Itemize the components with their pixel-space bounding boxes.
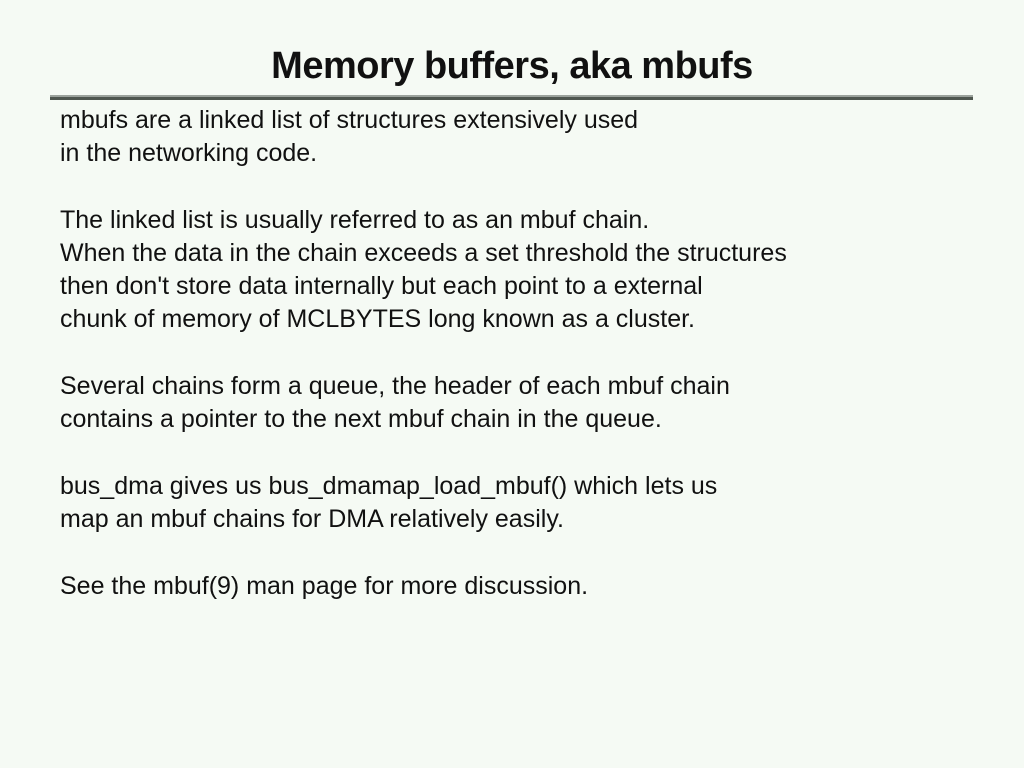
title-underline-rule xyxy=(50,95,973,100)
paragraph-mbufs-intro: mbufs are a linked list of structures ex… xyxy=(60,106,639,167)
paragraph-chains-queue: Several chains form a queue, the header … xyxy=(60,372,730,433)
slide-body: mbufs are a linked list of structures ex… xyxy=(60,104,994,637)
slide-title: Memory buffers, aka mbufs xyxy=(271,45,753,87)
paragraph-mbuf-chain: The linked list is usually referred to a… xyxy=(60,206,787,333)
paragraph-bus-dma: bus_dma gives us bus_dmamap_load_mbuf() … xyxy=(60,472,718,533)
paragraph-see-man-page: See the mbuf(9) man page for more discus… xyxy=(60,572,589,600)
